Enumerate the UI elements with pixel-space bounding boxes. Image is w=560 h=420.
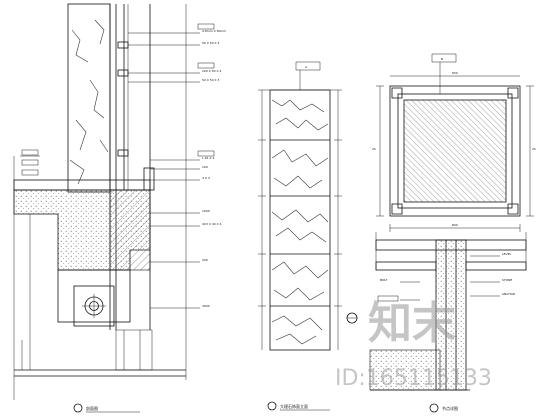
bracket (117, 149, 129, 157)
plan-tag-box (431, 53, 457, 63)
section-label: 50 X 50 X 3 (202, 41, 220, 45)
section-label: 200 (202, 258, 208, 262)
bracket (117, 41, 129, 49)
section-label: 50 X 50 X 3 (202, 78, 220, 82)
detail-caption: 节点详图 (442, 405, 458, 411)
detail-label: STONE (502, 278, 512, 282)
section-label: 3000 (202, 304, 210, 308)
elevation-tag-circle (267, 401, 277, 411)
corner-brackets (391, 87, 519, 215)
stone-veining (69, 19, 109, 185)
watermark-logo: 知末 (368, 298, 456, 349)
ceiling-fixture (73, 285, 115, 327)
bracket (117, 69, 129, 77)
watermark: 知末 ID:165115133 (335, 298, 492, 391)
panel-joints (270, 139, 330, 307)
section-caption: 剖面图 (86, 405, 98, 411)
leader-lines (128, 32, 200, 309)
detail-leaders (400, 255, 500, 301)
elevation-caption: 大理石饰面立面 (280, 403, 308, 409)
lower-stone-panel (57, 269, 131, 323)
plan-tag: B (441, 57, 443, 61)
detail-tag-circle (429, 403, 439, 413)
section-label: 4X3 X 40 X 4 (202, 222, 222, 226)
section-tag-circle (73, 403, 83, 413)
stone-elevation-view: A 大理石饰面立面 (258, 61, 358, 411)
stone-cladding-upper (67, 3, 111, 193)
column-plan-view: 800 650 25 25 B (372, 53, 536, 232)
section-label: L 45 X 4 (202, 156, 214, 160)
section-label: 1000 (202, 209, 210, 213)
section-label: 4 X 4 (202, 176, 210, 180)
bracket (143, 167, 155, 191)
slab-top (13, 179, 151, 191)
section-label: 4.8mm X 50mm (202, 29, 226, 33)
hatched-beam (109, 189, 151, 271)
plan-dim-label: 25 (372, 147, 376, 151)
column-outer (389, 85, 521, 217)
detail-label: BOLT (380, 278, 388, 282)
column-core (403, 99, 507, 203)
detail-label: ANCHOR (502, 292, 515, 296)
plan-dim-label: 650 (452, 71, 458, 75)
elevation-tag: A (305, 65, 308, 69)
connection-detail-view: LEVEL STONE ANCHOR BOLT 节点详图 (369, 232, 527, 413)
elevation-tag-box (295, 61, 321, 71)
marble-veining (271, 99, 329, 345)
section-label: 100 (202, 165, 208, 169)
detail-label: LEVEL (502, 252, 512, 256)
detail-floor (369, 349, 441, 391)
wall-section-view: 4.8mm X 50mm 50 X 50 X 3 200 X 50 X 4 50… (13, 3, 226, 413)
section-label: 200 X 50 X 4 (202, 69, 221, 73)
stone-elevation-frame (269, 89, 331, 351)
watermark-id: ID:165115133 (335, 366, 492, 391)
plan-dim-label: 800 (452, 223, 458, 227)
plan-dim-label: 25 (532, 147, 536, 151)
ceiling-detail (115, 329, 153, 371)
